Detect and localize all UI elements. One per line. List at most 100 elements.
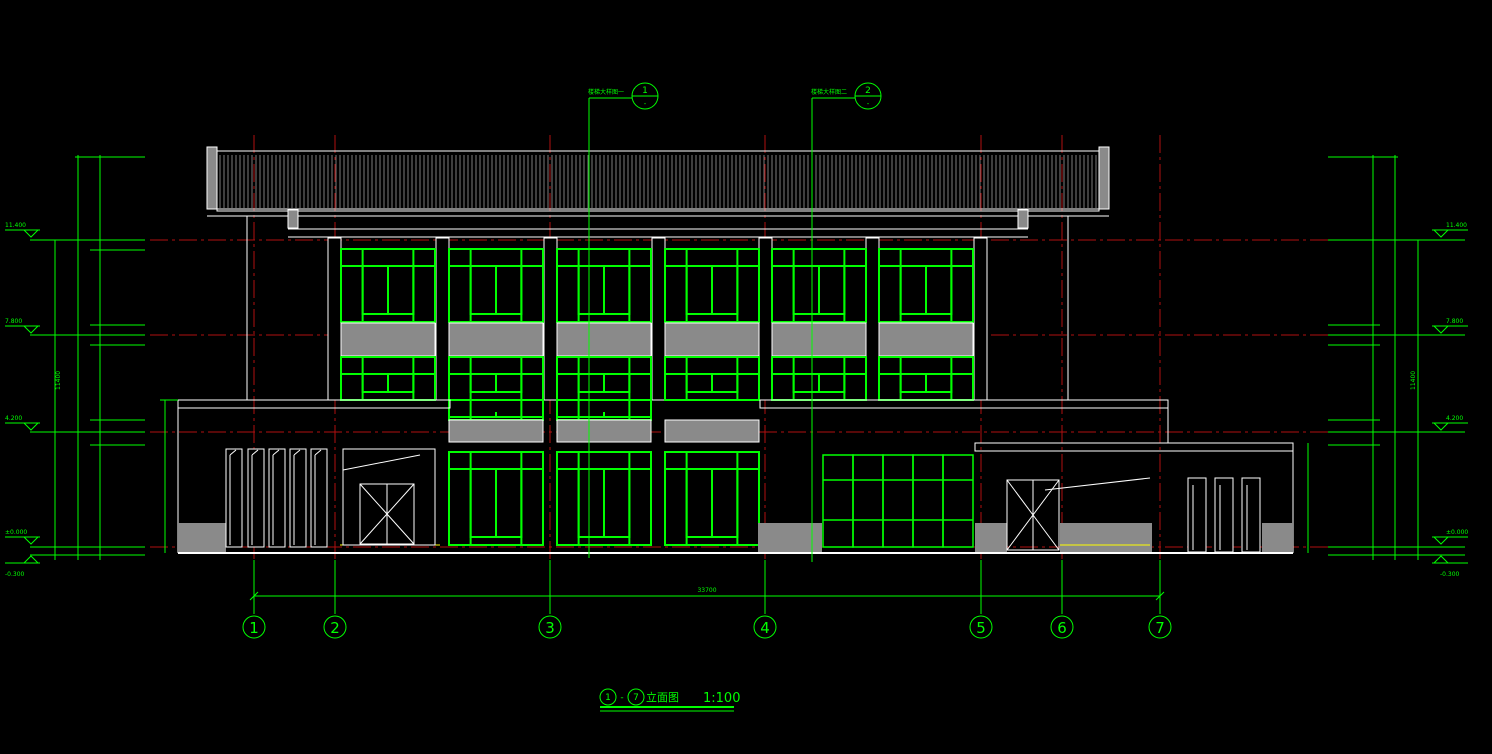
axis-label: 1 xyxy=(249,619,259,637)
window xyxy=(448,451,544,546)
axis-bubbles: 1 2 3 4 5 6 7 xyxy=(242,560,1172,639)
elevation-right-4200: 4.200 xyxy=(1446,415,1463,422)
window xyxy=(878,248,974,323)
axis-label: 3 xyxy=(545,619,555,637)
title-text: 立面图 xyxy=(646,690,679,704)
spandrel-panel xyxy=(448,322,544,357)
facade-fin xyxy=(1241,477,1261,553)
elevation-markers-left: 11.400 7.800 4.200 ±0.000 -0.300 xyxy=(5,222,40,578)
axis-label: 4 xyxy=(760,619,770,637)
column xyxy=(651,237,666,401)
columns xyxy=(327,237,988,401)
column xyxy=(327,237,342,401)
window xyxy=(878,356,974,401)
axis-bubble-3: 3 xyxy=(538,560,562,639)
section-marker-2-label: 2 xyxy=(865,86,871,96)
elevation-left-4200: 4.200 xyxy=(5,415,22,422)
glazing-pane xyxy=(822,454,854,548)
spandrel-panel xyxy=(664,322,760,357)
spandrel-panel xyxy=(340,322,436,357)
window xyxy=(664,248,760,323)
window xyxy=(340,248,436,323)
facade-fin xyxy=(1214,477,1234,553)
roof xyxy=(206,146,1110,238)
spandrel-panel xyxy=(556,419,652,443)
svg-text:-: - xyxy=(644,100,647,108)
window xyxy=(771,356,867,401)
glazing-pane xyxy=(882,454,914,548)
axis-bubble-6: 6 xyxy=(1050,560,1074,639)
roof-tile-hatch xyxy=(219,155,1097,208)
elevation-left-minus300: -0.300 xyxy=(5,571,25,578)
axis-bubble-5: 5 xyxy=(969,560,993,639)
elevation-markers-right: 11.400 7.800 4.200 ±0.000 -0.300 xyxy=(1432,222,1468,578)
facade-fin xyxy=(289,448,307,548)
axis-bubble-2: 2 xyxy=(323,560,347,639)
window xyxy=(556,399,652,421)
axis-label: 6 xyxy=(1057,619,1067,637)
upper-building-body xyxy=(246,216,1069,546)
facade-fin xyxy=(1187,477,1207,553)
window xyxy=(556,356,652,401)
drawing-title: 1 - 7 立面图 1:100 xyxy=(599,688,740,712)
spandrel-panel xyxy=(771,322,867,357)
window xyxy=(556,248,652,323)
elevation-right-0: ±0.000 xyxy=(1446,529,1468,536)
window xyxy=(664,356,760,401)
section-marker-1-label: 1 xyxy=(642,86,648,96)
section-marker-1: 1 - 楼梯大样图一 xyxy=(588,82,659,110)
facade-fin xyxy=(247,448,265,548)
total-height-left: 11400 xyxy=(55,371,62,390)
section-marker-2: 2 - 楼梯大样图二 xyxy=(811,82,882,110)
elevation-left-7800: 7.800 xyxy=(5,318,22,325)
window xyxy=(448,356,544,401)
total-height-right: 11400 xyxy=(1410,371,1417,390)
glazing-pane xyxy=(942,454,974,548)
spandrel-panel xyxy=(664,419,760,443)
elevation-right-minus300: -0.300 xyxy=(1440,571,1460,578)
svg-text:-: - xyxy=(620,693,623,703)
axis-label: 5 xyxy=(976,619,986,637)
facade-fin xyxy=(310,448,328,548)
axis-label: 2 xyxy=(330,619,340,637)
window xyxy=(771,248,867,323)
axis-bubble-1: 1 xyxy=(242,560,266,639)
spandrel-panel xyxy=(556,322,652,357)
window xyxy=(448,248,544,323)
column xyxy=(865,237,880,401)
column xyxy=(435,237,450,401)
window-bays xyxy=(340,248,974,546)
axis-bubble-4: 4 xyxy=(753,560,777,639)
left-dimension-chain xyxy=(30,155,178,560)
window xyxy=(340,356,436,401)
title-scale: 1:100 xyxy=(703,691,740,706)
elevation-right-7800: 7.800 xyxy=(1446,318,1463,325)
section-marker-leaders xyxy=(588,97,855,562)
window xyxy=(556,451,652,546)
svg-text:-: - xyxy=(867,100,870,108)
window xyxy=(448,399,544,421)
podium xyxy=(177,399,1294,554)
axis-label: 7 xyxy=(1155,619,1165,637)
elevation-right-11400: 11.400 xyxy=(1446,222,1467,229)
overall-dimension-text: 33700 xyxy=(697,587,716,594)
elevation-left-0: ±0.000 xyxy=(5,529,27,536)
left-entrance xyxy=(225,448,436,548)
column xyxy=(758,237,773,401)
window xyxy=(664,451,760,546)
title-range-end: 7 xyxy=(633,693,639,703)
title-range-start: 1 xyxy=(605,693,611,703)
spandrel-panel xyxy=(878,322,974,357)
column xyxy=(973,237,988,401)
glazing-pane xyxy=(912,454,944,548)
facade-fin xyxy=(268,448,286,548)
right-dimension-chain xyxy=(1307,155,1465,560)
section-marker-2-tag: 楼梯大样图二 xyxy=(811,88,847,96)
spandrel-panel xyxy=(448,419,544,443)
right-podium xyxy=(822,454,1261,553)
elevation-left-11400: 11.400 xyxy=(5,222,26,229)
overall-dimension: 33700 xyxy=(249,587,1165,601)
column xyxy=(543,237,558,401)
axis-bubble-7: 7 xyxy=(1148,560,1172,639)
